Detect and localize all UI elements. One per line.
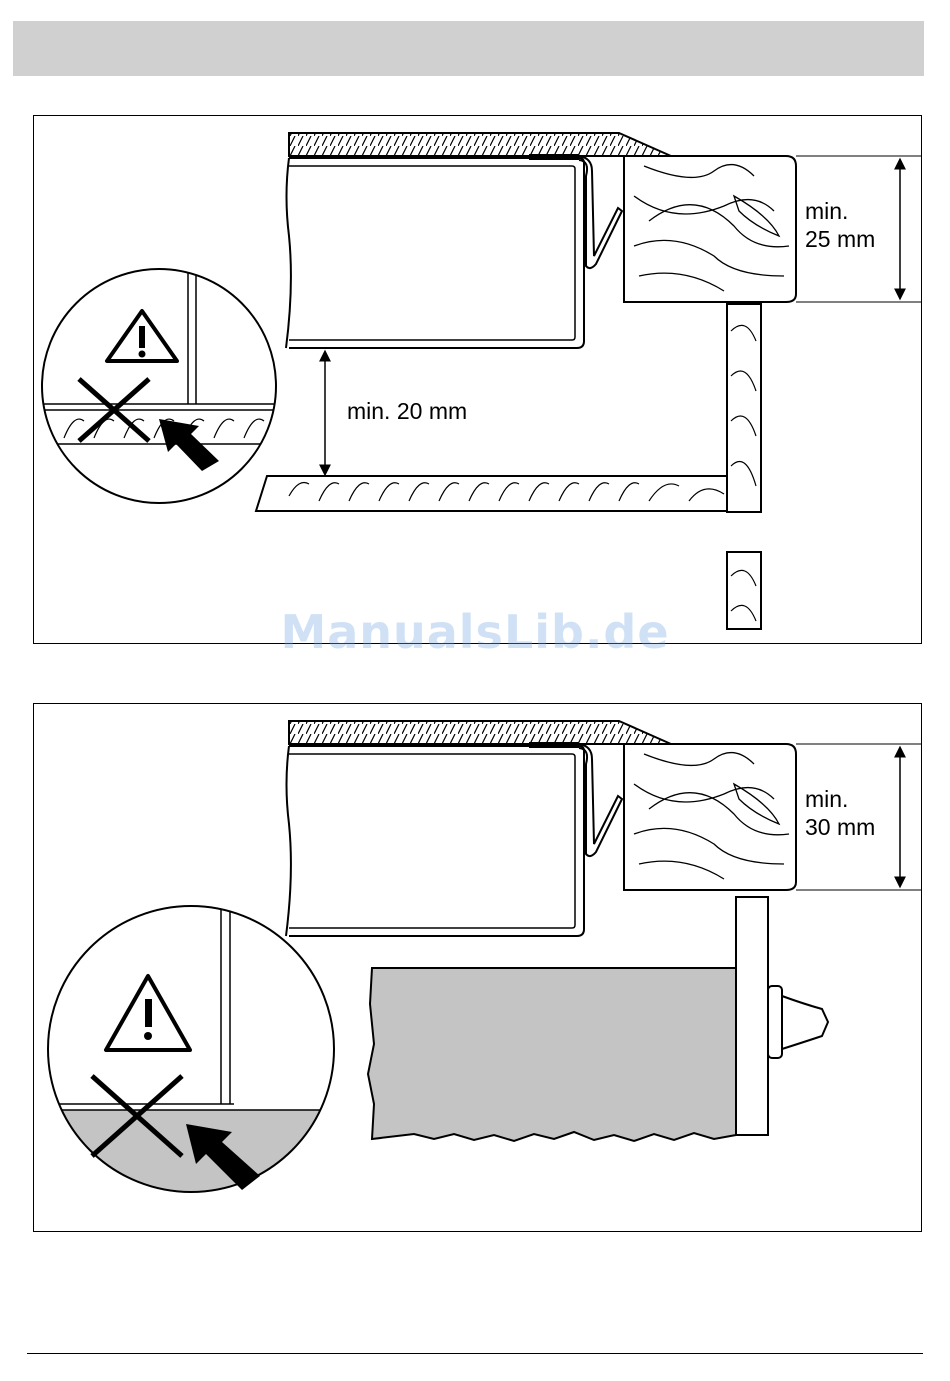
height-label-line1: min. [805,198,848,224]
wood-rail [624,156,796,302]
countertop [289,133,671,156]
height-label-line1: min. [805,786,848,812]
watermark: ManualsLib.de [0,605,950,659]
countertop [289,721,671,744]
height-label-line2: 25 mm [805,226,875,252]
appliance-box [286,746,584,936]
cabinet-side-panel [727,304,761,629]
appliance-box [286,158,584,348]
drawer-knob [768,986,828,1058]
header-bar [13,21,924,76]
figure-1-panel: min. 25 mm min. 20 mm [33,115,922,644]
detail-circle [34,904,354,1210]
drawer-front [736,897,768,1135]
mounting-clip [579,156,622,268]
figure-1-drawing: min. 25 mm min. 20 mm [34,116,921,643]
shelf-board [256,476,727,511]
wood-rail [624,744,796,890]
footer-divider [27,1353,923,1354]
detail-circle [34,266,284,516]
mounting-clip [579,744,622,856]
height-label-line2: 30 mm [805,814,875,840]
drawer-body [368,968,736,1141]
figure-2-panel: min. 30 mm [33,703,922,1232]
gap-label: min. 20 mm [347,398,467,424]
figure-2-drawing: min. 30 mm [34,704,921,1231]
